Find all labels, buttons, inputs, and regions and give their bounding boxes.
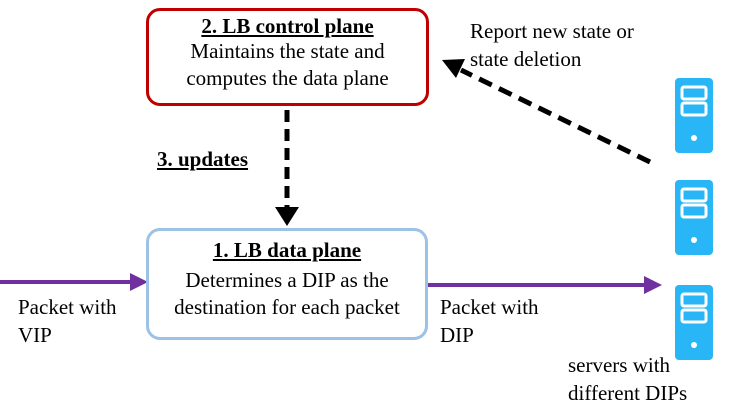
- data-plane-box: 1. LB data plane Determines a DIP as the…: [146, 228, 428, 340]
- data-plane-line-1: Determines a DIP as the: [185, 268, 389, 292]
- servers-label-line-2: different DIPs: [568, 381, 688, 405]
- control-plane-title: 2. LB control plane: [201, 14, 374, 38]
- server-icon: [675, 78, 713, 153]
- report-label-line-1: Report new state or: [470, 19, 634, 43]
- report-arrow: [442, 59, 652, 165]
- incoming-packet-arrow: [0, 273, 148, 291]
- incoming-label-line-1: Packet with: [18, 295, 117, 319]
- data-plane-title: 1. LB data plane: [212, 238, 362, 262]
- servers-label-line-1: servers with: [568, 353, 671, 377]
- server-icon: [675, 180, 713, 255]
- control-plane-line-1: Maintains the state and: [190, 39, 385, 63]
- outgoing-packet-arrow: [428, 276, 662, 294]
- server-icon: [675, 285, 713, 360]
- report-label-line-2: state deletion: [470, 47, 582, 71]
- updates-label: 3. updates: [157, 147, 249, 171]
- outgoing-label-line-2: DIP: [440, 323, 474, 347]
- data-plane-line-2: destination for each packet: [174, 295, 400, 319]
- updates-arrow: [275, 110, 299, 226]
- control-plane-line-2: computes the data plane: [186, 66, 389, 90]
- control-plane-box: 2. LB control plane Maintains the state …: [146, 8, 429, 106]
- outgoing-label-line-1: Packet with: [440, 295, 539, 319]
- incoming-label-line-2: VIP: [18, 323, 52, 347]
